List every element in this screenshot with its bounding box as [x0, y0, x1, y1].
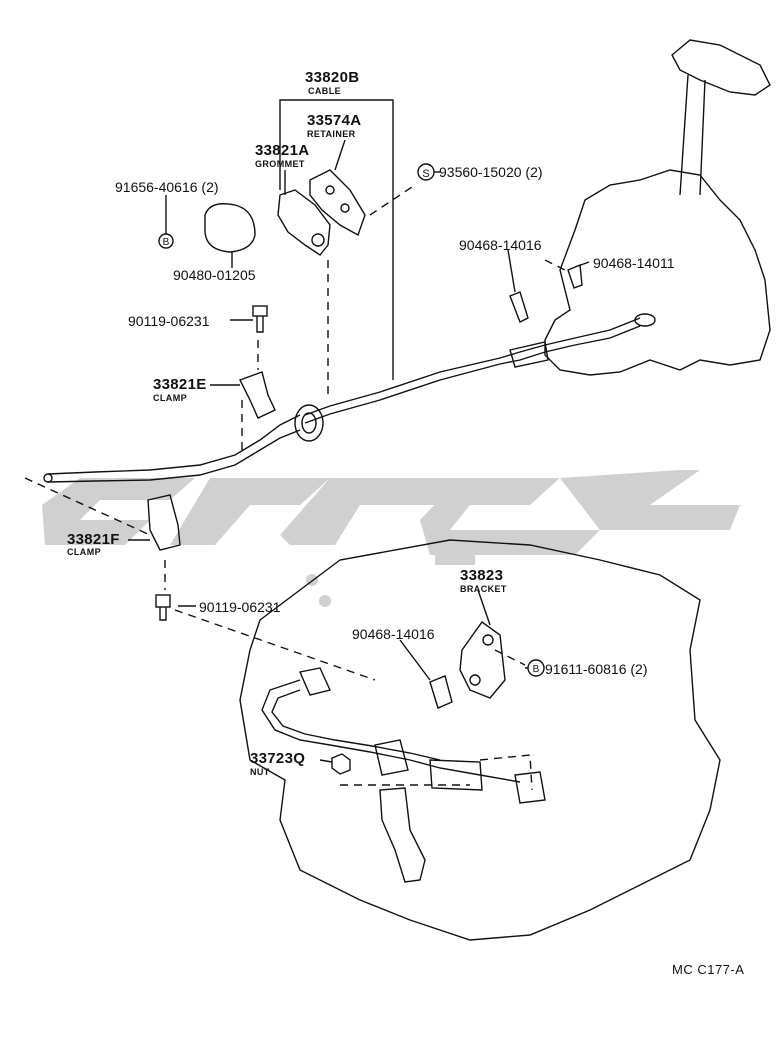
- clip-upper-small: [567, 263, 583, 289]
- shift-knob: [671, 39, 771, 96]
- label-cable-number: 33820B: [305, 69, 360, 86]
- clamp-f: [147, 494, 181, 551]
- label-clamp-e-number: 33821E: [153, 376, 207, 393]
- label-93560: 93560-15020 (2): [439, 164, 543, 180]
- label-nut-number: 33723Q: [250, 750, 306, 767]
- label-clamp-f-number: 33821F: [67, 531, 120, 548]
- control-cable-lower-left: [47, 414, 301, 475]
- diagram-code: MC C177-A: [672, 962, 745, 977]
- control-cable-lower: [261, 679, 521, 783]
- watermark-logo: [42, 470, 740, 607]
- label-bracket-number: 33823: [460, 567, 504, 584]
- label-90119-top: 90119-06231: [128, 313, 210, 329]
- nut-part: [331, 753, 351, 775]
- clip-lower: [429, 675, 453, 709]
- shift-lever-rod: [679, 74, 706, 196]
- label-cable-name: CABLE: [308, 86, 341, 96]
- label-grommet-name: GROMMET: [255, 159, 305, 169]
- label-90480: 90480-01205: [173, 267, 256, 283]
- clamp-e: [239, 371, 276, 419]
- label-90468-c: 90468-14016: [352, 626, 435, 642]
- callout-line-retainer: [334, 139, 346, 171]
- label-90119-bottom: 90119-06231: [199, 599, 281, 615]
- label-retainer-number: 33574A: [307, 112, 362, 129]
- grommet-on-cable: [294, 404, 324, 442]
- label-clamp-e-name: CLAMP: [153, 393, 187, 403]
- label-91656: 91656-40616 (2): [115, 179, 219, 195]
- grommet-part: [277, 189, 331, 256]
- marker-b-lower-text: B: [533, 664, 540, 675]
- label-clamp-f-name: CLAMP: [67, 547, 101, 557]
- shift-arm: [379, 787, 426, 883]
- cap-part: [204, 203, 256, 253]
- marker-s: S: [417, 163, 435, 181]
- control-cable-upper: [304, 317, 641, 416]
- clip-upper: [509, 291, 529, 323]
- transmission-outline: [239, 539, 721, 941]
- label-90468-a: 90468-14016: [459, 237, 542, 253]
- marker-b-lower: B: [527, 659, 545, 677]
- label-retainer-name: RETAINER: [307, 129, 356, 139]
- bracket-part: [459, 621, 506, 699]
- label-grommet-number: 33821A: [255, 142, 310, 159]
- bolt-upper: [252, 305, 268, 333]
- bolt-lower: [155, 594, 171, 621]
- marker-b-upper: B: [158, 233, 174, 249]
- label-90468-b: 90468-14011: [593, 255, 675, 271]
- label-91611: 91611-60816 (2): [545, 661, 648, 677]
- retainer-part: [309, 169, 366, 237]
- label-bracket-name: BRACKET: [460, 584, 507, 594]
- callout-line-cable: [279, 99, 394, 380]
- marker-s-text: S: [422, 168, 429, 180]
- label-nut-name: NUT: [250, 767, 270, 777]
- shifter-housing-outline: [544, 169, 771, 376]
- marker-b-upper-text: B: [163, 237, 170, 248]
